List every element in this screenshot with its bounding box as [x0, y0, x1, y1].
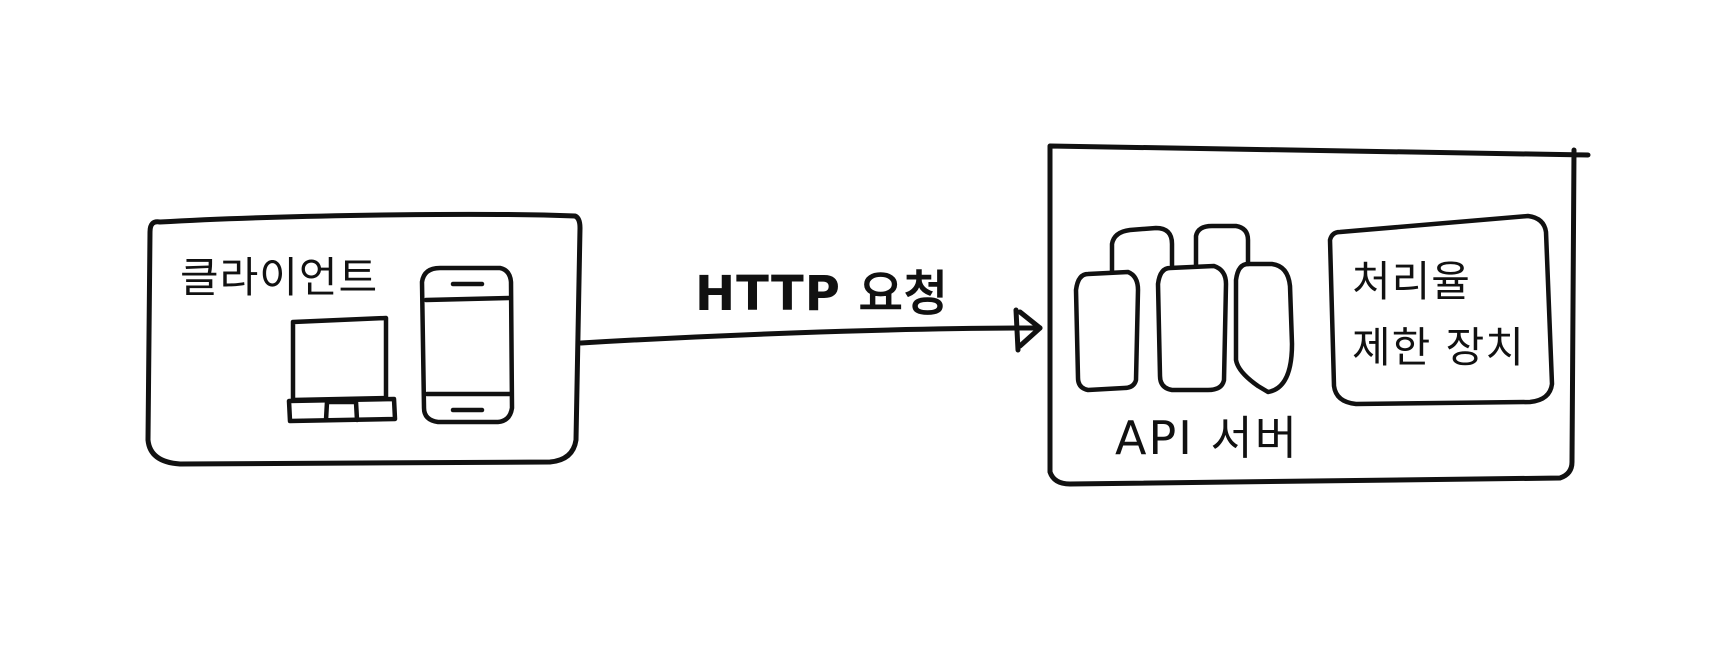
- smartphone-icon: [419, 265, 515, 425]
- server-instances-icon: [1073, 223, 1295, 395]
- server-box: [1047, 143, 1591, 487]
- rate-limiter-label-line2: 제한 장치: [1352, 323, 1525, 372]
- rate-limiter-box: [1327, 213, 1555, 407]
- http-request-label: HTTP 요청: [695, 266, 949, 322]
- rate-limiter-label-line1: 처리율: [1352, 257, 1471, 306]
- api-server-label: API 서버: [1115, 411, 1300, 465]
- client-label: 클라이언트: [180, 253, 379, 302]
- request-arrow: [578, 307, 1043, 353]
- laptop-icon: [286, 315, 398, 424]
- client-box: [145, 211, 583, 467]
